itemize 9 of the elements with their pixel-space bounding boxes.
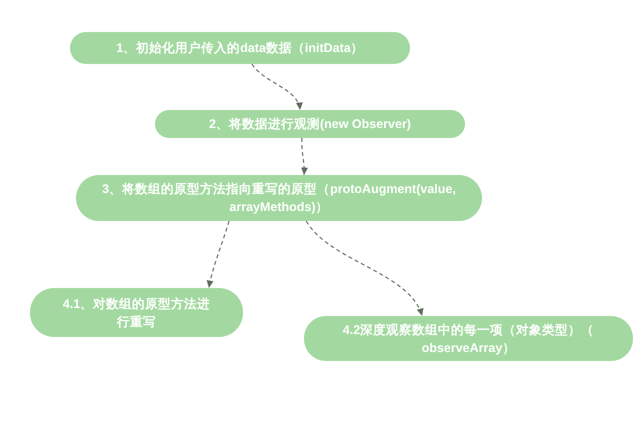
process-box: 4.2深度观察数组中的每一项（对象类型）（ observeArray） <box>304 316 633 361</box>
arrow <box>251 64 302 110</box>
arrow <box>306 220 423 316</box>
arrow <box>300 138 308 176</box>
process-box: 4.1、对数组的原型方法进行重写 <box>30 288 243 337</box>
process-box: 3、将数组的原型方法指向重写的原型（protoAugment(value, arrayMethods)） <box>76 175 482 221</box>
process-box: 2、将数据进行观测(new Observer) <box>155 110 465 138</box>
process-box: 1、初始化用户传入的data数据（initData） <box>70 32 410 64</box>
arrow <box>206 220 230 288</box>
